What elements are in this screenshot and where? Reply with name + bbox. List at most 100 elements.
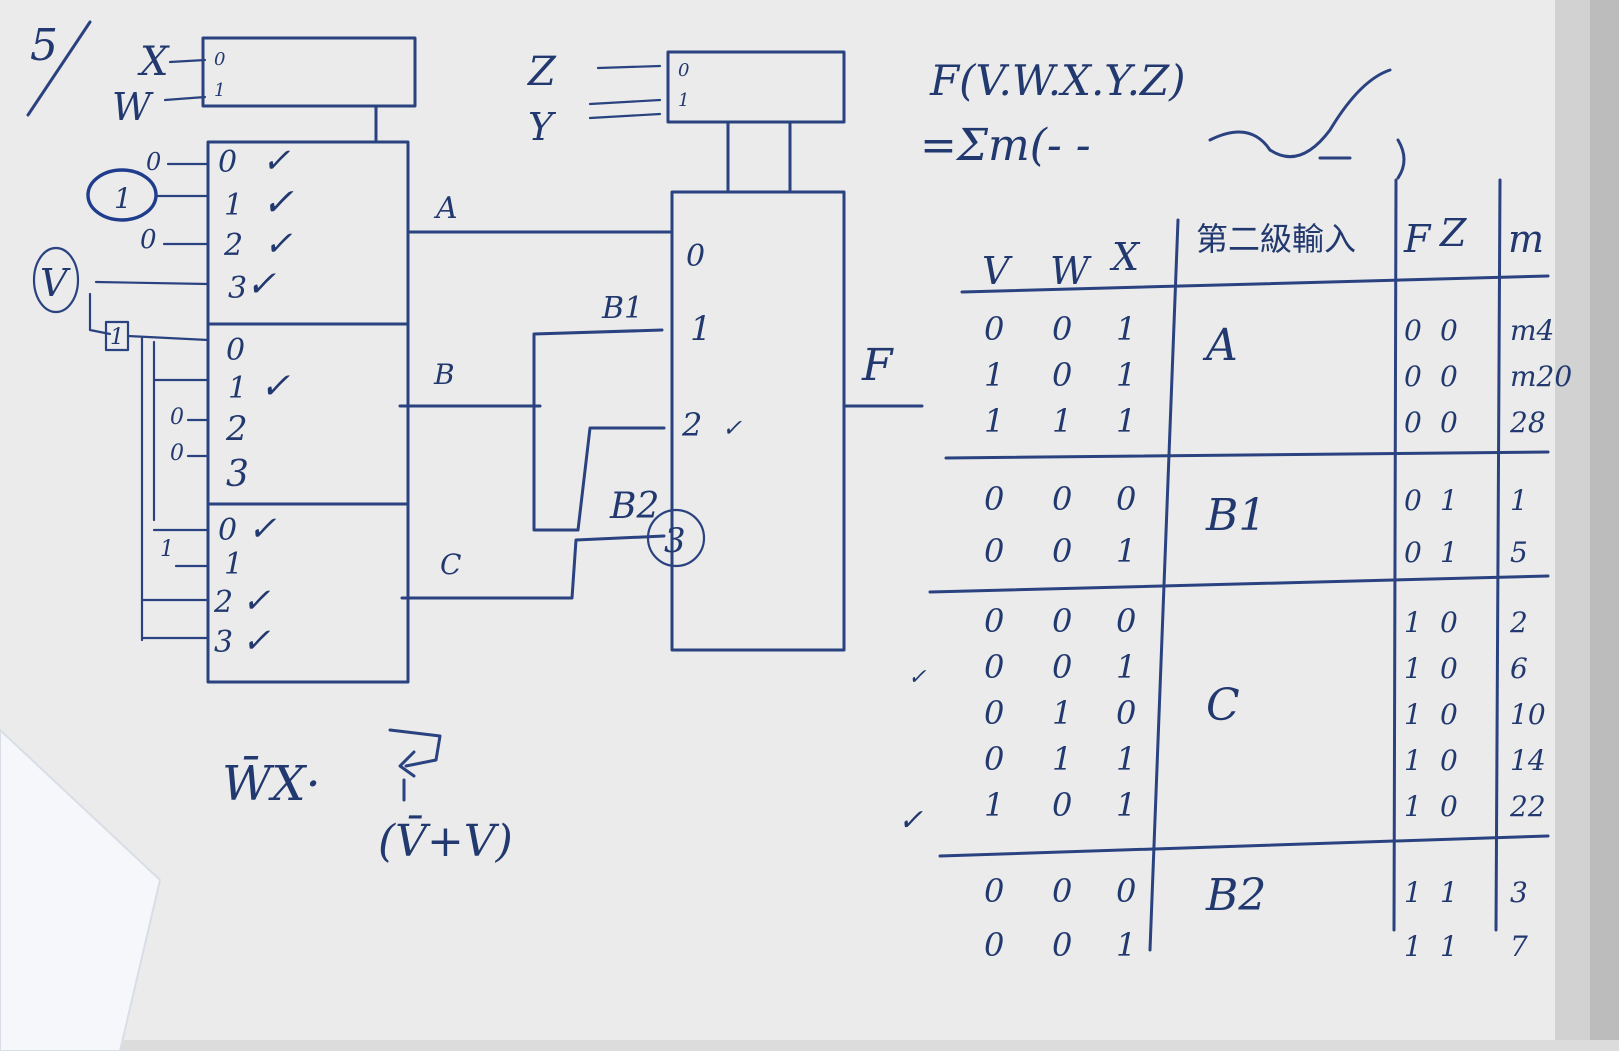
table-cell-z: 1 [1440,536,1458,569]
table-cell-v: 0 [984,926,1004,964]
upper-right-select-y: Y [528,105,557,149]
v-wire-top [94,280,210,286]
table-cell-m: 1 [1510,484,1528,517]
table-cell-w: 0 [1052,786,1072,824]
table-cell-w: 1 [1052,740,1072,778]
upper-right-z-wire [596,64,662,70]
table-cell-x: 1 [1116,532,1136,570]
output-mux-input-2: 2 [681,406,702,444]
b3-input-2: 2 [213,585,233,620]
upper-left-w-wire [163,95,207,102]
table-cell-f: 1 [1404,790,1422,823]
upper-left-select-w: W [112,85,154,129]
b1-check-1: ✓ [262,180,294,224]
v-variable: V [40,261,71,305]
table-cell-w: 0 [1052,648,1072,686]
b2-wire-0 [126,334,210,342]
table-group-label: B1 [1205,490,1266,541]
table-cell-w: 0 [1052,602,1072,640]
b1-side-value-0: 0 [146,148,161,176]
signal-c: C [440,548,461,581]
function-line-2: =Σm(- - [920,120,1091,171]
upper-left-mux [201,36,417,108]
b2-side-value-0: 1 [110,325,124,350]
table-header-second-input: 第二級輸入 [1196,220,1356,258]
note-arrow [388,728,442,778]
output-mux-input-1: 1 [690,309,712,349]
b2-input-1: 1 [228,371,247,406]
note-expression: W̄X· [222,754,321,812]
b1-side-value-2: 0 [140,225,157,255]
b3-input-3: 3 [214,625,233,660]
b3-input-0: 0 [218,513,237,548]
table-cell-v: 0 [984,740,1004,778]
b1-side-value-1: 1 [114,182,132,215]
b3-side-value-0: 1 [160,537,174,562]
table-cell-v: 0 [984,480,1004,518]
table-cell-w: 0 [1052,926,1072,964]
b2-side-value-1: 0 [170,405,184,430]
wire-b1 [532,328,664,408]
table-cell-x: 0 [1116,480,1136,518]
b1-input-2: 2 [223,228,243,263]
table-cell-v: 1 [984,356,1004,394]
problem-number: 5 [30,20,58,71]
paper-sheet [0,728,162,1051]
table-cell-f: 1 [1404,606,1422,639]
table-header-z: Z [1439,211,1467,255]
table-cell-m: 28 [1509,406,1546,439]
table-cell-m: 10 [1510,698,1546,731]
function-line-1: F(V.W.X.Y.Z) [929,56,1186,105]
table-cell-f: 0 [1404,314,1422,347]
table-cell-v: 0 [984,602,1004,640]
upper-left-select-x: X [137,39,170,85]
table-cell-f: 0 [1404,406,1422,439]
b1-check-2: ✓ [264,224,293,264]
table-cell-x: 0 [1116,872,1136,910]
signal-b1: B1 [601,291,643,326]
board-frame-bottom [0,1040,1619,1051]
table-cell-v: 0 [984,532,1004,570]
table-group-rule-3 [938,834,1550,858]
table-cell-f: 0 [1404,360,1422,393]
table-cell-w: 0 [1052,310,1072,348]
b1-check-0: ✓ [262,141,291,181]
table-cell-w: 0 [1052,480,1072,518]
function-squiggle [1208,68,1392,159]
table-cell-m: 2 [1509,606,1528,639]
table-cell-f: 1 [1404,652,1422,685]
b3-check-2: ✓ [242,581,271,621]
v-variable-circle [32,246,80,314]
table-cell-w: 0 [1052,356,1072,394]
table-cell-z: 0 [1440,790,1458,823]
table-cell-m: 5 [1510,536,1528,569]
b2-input-2: 2 [225,409,248,449]
b1-check-3: ✓ [246,264,276,305]
output-label-f: F [861,340,894,391]
upper-right-pin1: 1 [678,90,689,111]
upper-right-mux [666,50,846,124]
output-mux [670,190,846,652]
b1-input-1: 1 [224,188,243,223]
b2-input-3: 3 [226,454,249,495]
table-cell-x: 1 [1116,926,1136,964]
table-cell-v: 0 [984,648,1004,686]
table-cell-z: 0 [1440,698,1458,731]
upper-right-pin0: 0 [678,60,689,81]
wire-c [400,534,666,600]
table-cell-x: 1 [1116,740,1136,778]
table-cell-f: 0 [1404,536,1422,569]
table-cell-m: m20 [1510,360,1572,393]
wire-b2 [576,426,666,532]
table-group-label: B2 [1205,870,1266,921]
table-cell-x: 1 [1116,402,1136,440]
b2-check-1: ✓ [260,366,290,407]
table-cell-m: 3 [1510,876,1528,909]
signal-b2: B2 [609,486,659,527]
table-cell-v: 0 [984,872,1004,910]
table-cell-f: 1 [1404,698,1422,731]
table-cell-m: m4 [1510,314,1554,347]
table-cell-w: 1 [1052,402,1072,440]
table-header-m: m [1508,217,1544,261]
table-cell-f: 0 [1404,484,1422,517]
